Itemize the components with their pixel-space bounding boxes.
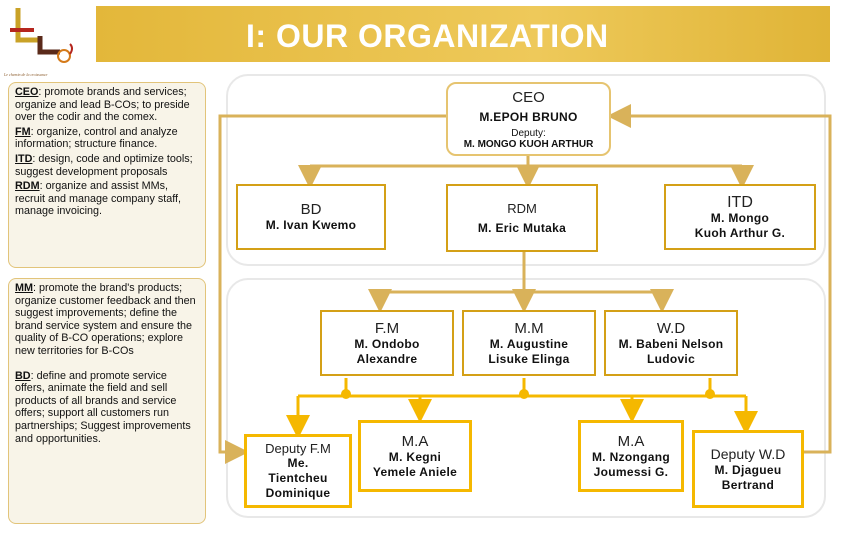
ma-box-1: M.A M. Kegni Yemele Aniele	[358, 420, 472, 492]
page-title: I: OUR ORGANIZATION	[246, 18, 609, 54]
company-logo: Le chemin de la croissance	[0, 0, 87, 82]
fm-description: FM: organize, control and analyze inform…	[15, 125, 178, 151]
deputy-fm-role: Deputy F.M	[265, 441, 331, 456]
ceo-box: CEO M.EPOH BRUNO Deputy: M. MONGO KUOH A…	[446, 82, 611, 156]
deputy-wd-box: Deputy W.D M. Djagueu Bertrand	[692, 430, 804, 508]
ceo-deputy-label: Deputy:	[511, 127, 546, 139]
ma1-name-line1: M. Kegni	[388, 449, 442, 464]
mm-role: M.M	[514, 319, 544, 337]
deputy-fm-box: Deputy F.M Me. Tientcheu Dominique	[244, 434, 352, 508]
fm-name-line2: Alexandre	[356, 351, 418, 366]
itd-box: ITD M. Mongo Kuoh Arthur G.	[664, 184, 816, 250]
fm-role: F.M	[374, 319, 400, 337]
rdm-box: RDM M. Eric Mutaka	[446, 184, 598, 252]
rdm-description: RDM: organize and assist MMs, recruit an…	[15, 180, 182, 218]
itd-role: ITD	[727, 193, 753, 211]
ma2-name-line2: Joumessi G.	[593, 464, 669, 479]
deputy-wd-name-line2: Bertrand	[721, 477, 775, 492]
logo-tagline: Le chemin de la croissance	[4, 72, 48, 77]
bd-box: BD M. Ivan Kwemo	[236, 184, 386, 250]
bd-role: BD	[300, 201, 322, 218]
wd-role: W.D	[656, 319, 686, 337]
info-box-bottom: MM: promote the brand's products; organi…	[8, 278, 206, 524]
ma1-name-line2: Yemele Aniele	[372, 464, 458, 479]
itd-description: ITD: design, code and optimize tools; su…	[15, 152, 193, 178]
wd-name-line2: Ludovic	[646, 351, 696, 366]
ma2-name-line1: M. Nzongang	[592, 449, 670, 464]
logo-mark-icon	[10, 8, 73, 63]
itd-name-line1: M. Mongo	[710, 210, 770, 225]
ma-box-2: M.A M. Nzongang Joumessi G.	[578, 420, 684, 492]
deputy-wd-role: Deputy W.D	[710, 445, 786, 462]
wd-box: W.D M. Babeni Nelson Ludovic	[604, 310, 738, 376]
fm-box: F.M M. Ondobo Alexandre	[320, 310, 454, 376]
deputy-fm-name-line1: Me.	[287, 456, 309, 470]
rdm-role: RDM	[507, 201, 537, 216]
deputy-fm-name-line3: Dominique	[265, 486, 331, 500]
mm-description: MM: promote the brand's products; organi…	[15, 282, 196, 357]
mm-name-line2: Lisuke Elinga	[488, 351, 570, 366]
bd-description: BD: define and promote service offers, a…	[15, 369, 191, 445]
mm-name-line1: M. Augustine	[489, 336, 569, 351]
itd-name-line2: Kuoh Arthur G.	[694, 225, 786, 240]
ceo-deputy-name: M. MONGO KUOH ARTHUR	[463, 138, 594, 150]
rdm-name: M. Eric Mutaka	[477, 221, 567, 235]
ma2-role: M.A	[617, 432, 645, 450]
ceo-role: CEO	[512, 88, 545, 106]
wd-name-line1: M. Babeni Nelson	[618, 336, 724, 351]
info-box-top: CEO: promote brands and services; organi…	[8, 82, 206, 268]
ceo-description: CEO: promote brands and services; organi…	[15, 86, 190, 124]
mm-box: M.M M. Augustine Lisuke Elinga	[462, 310, 596, 376]
fm-name-line1: M. Ondobo	[354, 336, 420, 351]
deputy-wd-name-line1: M. Djagueu	[714, 462, 782, 477]
title-bar: I: OUR ORGANIZATION	[96, 6, 830, 62]
ceo-name: M.EPOH BRUNO	[479, 109, 578, 124]
deputy-fm-name-line2: Tientcheu	[268, 471, 328, 485]
ma1-role: M.A	[401, 432, 429, 450]
bd-name: M. Ivan Kwemo	[265, 218, 357, 232]
